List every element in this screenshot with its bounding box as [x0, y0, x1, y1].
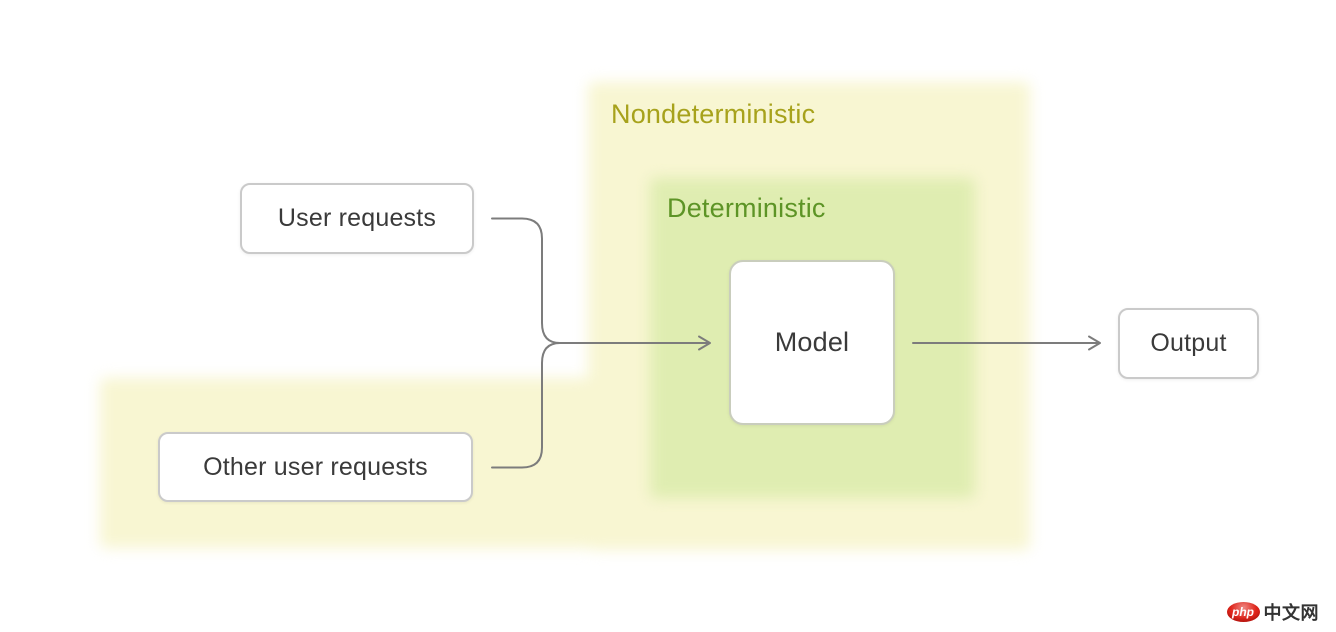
- connector-user-requests-to-merge: [491, 217, 561, 344]
- node-other-user-requests: Other user requests: [158, 432, 473, 502]
- watermark: php 中文网: [1226, 599, 1320, 625]
- arrowhead-model: [698, 335, 711, 351]
- node-model-label: Model: [774, 327, 850, 357]
- connector-other-user-requests-to-merge: [491, 342, 561, 469]
- arrowhead-output: [1088, 335, 1101, 351]
- node-model: Model: [729, 260, 895, 425]
- node-output: Output: [1118, 308, 1259, 379]
- node-user-requests: User requests: [240, 183, 474, 254]
- php-logo-icon: php: [1226, 602, 1260, 622]
- nondeterministic-label: Nondeterministic: [611, 99, 816, 129]
- node-output-label: Output: [1150, 329, 1227, 357]
- node-other-user-requests-label: Other user requests: [203, 452, 428, 481]
- node-user-requests-label: User requests: [277, 204, 437, 232]
- watermark-site-name: 中文网: [1263, 603, 1319, 623]
- deterministic-label: Deterministic: [667, 193, 826, 223]
